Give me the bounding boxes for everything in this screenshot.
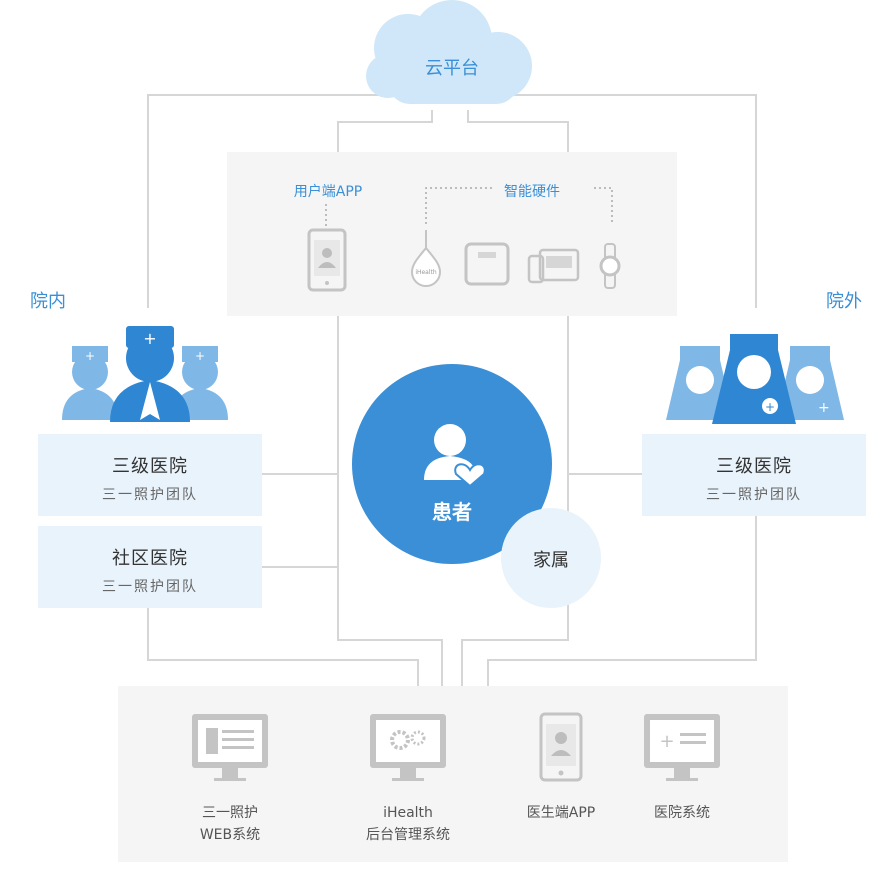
label-line-2: 后台管理系统 (366, 827, 450, 843)
cloud-platform-label: 云平台 (425, 58, 479, 79)
web-system-label: 三一照护 WEB系统 (170, 802, 290, 846)
label-line-1: 医生端APP (526, 805, 596, 821)
hospital-system-monitor-icon: + (644, 714, 720, 781)
card-subtitle: 三一照护团队 (706, 487, 802, 503)
svg-text:+: + (818, 400, 830, 416)
connector-lines (147, 94, 757, 686)
svg-text:+: + (85, 349, 95, 363)
card-subtitle: 三一照护团队 (102, 487, 198, 503)
thermometer-brand: iHealth (415, 269, 437, 276)
svg-text:+: + (765, 400, 775, 414)
user-app-label: 用户端APP (293, 184, 363, 200)
svg-text:+: + (659, 731, 674, 752)
blood-pressure-monitor-icon (527, 248, 580, 284)
card-title: 三级医院 (716, 456, 792, 477)
thermometer-icon: iHealth (410, 230, 442, 287)
card-subtitle: 三一照护团队 (102, 579, 198, 595)
tertiary-hospital-card-right: 三级医院 三一照护团队 (642, 434, 866, 516)
family-label: 家属 (533, 550, 569, 571)
backend-system-label: iHealth 后台管理系统 (338, 802, 478, 846)
web-system-monitor-icon (192, 714, 268, 781)
label-line-1: 三一照护 (202, 805, 258, 821)
backend-system-monitor-icon (370, 714, 446, 781)
family-circle (501, 508, 601, 608)
card-title: 社区医院 (112, 548, 188, 569)
patient-icon (424, 424, 486, 488)
smart-hardware-label: 智能硬件 (504, 184, 560, 200)
hospital-system-label: 医院系统 (622, 802, 742, 824)
smart-watch-icon (599, 243, 621, 289)
in-hospital-doctors-icon: + + + (62, 326, 228, 422)
label-line-2: WEB系统 (199, 827, 261, 843)
outside-hospital-nurses-icon: + + + (666, 334, 844, 424)
devices-panel (227, 152, 677, 316)
user-phone-icon (307, 228, 347, 292)
svg-text:+: + (195, 349, 205, 363)
tertiary-hospital-card-left: 三级医院 三一照护团队 (38, 434, 262, 516)
in-hospital-label: 院内 (30, 291, 66, 312)
outside-hospital-label: 院外 (826, 291, 862, 312)
label-line-1: 医院系统 (654, 805, 710, 821)
scale-icon (464, 242, 510, 286)
svg-text:+: + (143, 329, 156, 348)
cloud-icon (366, 0, 532, 104)
card-title: 三级医院 (112, 456, 188, 477)
community-hospital-card: 社区医院 三一照护团队 (38, 526, 262, 608)
device-connector-dots (325, 187, 613, 226)
doctor-app-phone-icon (539, 712, 583, 782)
patient-label: 患者 (432, 500, 472, 524)
doctor-app-label: 医生端APP (501, 802, 621, 824)
label-line-1: iHealth (383, 805, 433, 821)
